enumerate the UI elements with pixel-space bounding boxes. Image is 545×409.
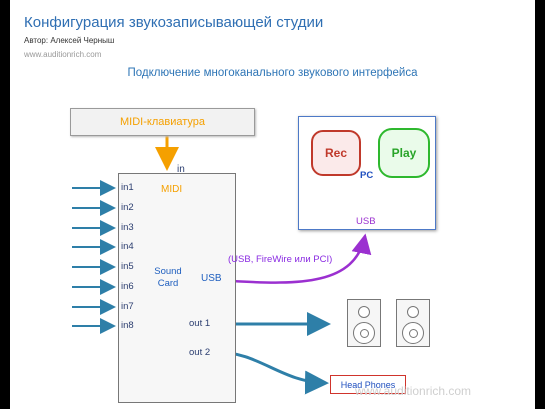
input-label-2: in2 <box>121 202 134 213</box>
input-label-6: in6 <box>121 281 134 292</box>
midi-keyboard-box: MIDI-клавиатура <box>70 108 255 136</box>
rec-node: Rec <box>311 130 361 176</box>
midi-in-label: in <box>177 164 185 175</box>
midi-port-label: MIDI <box>161 184 183 195</box>
out2-label: out 2 <box>189 347 211 358</box>
pc-label: PC <box>360 170 374 181</box>
input-arrows <box>72 180 116 334</box>
author-line: Автор: Алексей Черныш <box>24 36 115 45</box>
sound-card-name: Sound Card <box>154 266 182 289</box>
watermark: www.auditionrich.com <box>355 384 472 398</box>
headphones-box: Head Phones <box>330 375 406 394</box>
slide-canvas: Конфигурация звукозаписывающей студии Ав… <box>10 0 535 409</box>
input-label-5: in5 <box>121 261 134 272</box>
sound-card-box <box>118 173 236 403</box>
card-usb-label: USB <box>201 273 222 284</box>
speaker-left-icon <box>347 299 381 347</box>
connections-layer <box>72 135 403 395</box>
play-node: Play <box>378 128 430 178</box>
input-label-4: in4 <box>121 241 134 252</box>
usb-link <box>213 233 372 290</box>
out1-label: out 1 <box>189 318 211 329</box>
diagram-subtitle: Подключение многоканального звукового ин… <box>127 67 418 79</box>
connection-type-label: (USB, FireWire или PCI) <box>228 254 333 265</box>
input-label-8: in8 <box>121 320 134 331</box>
page-title: Конфигурация звукозаписывающей студии <box>24 14 324 31</box>
input-label-3: in3 <box>121 222 134 233</box>
input-label-7: in7 <box>121 301 134 312</box>
site-url: www.auditionrich.com <box>24 50 102 59</box>
input-label-1: in1 <box>121 182 134 193</box>
pc-usb-label: USB <box>356 216 376 227</box>
speaker-right-icon <box>396 299 430 347</box>
